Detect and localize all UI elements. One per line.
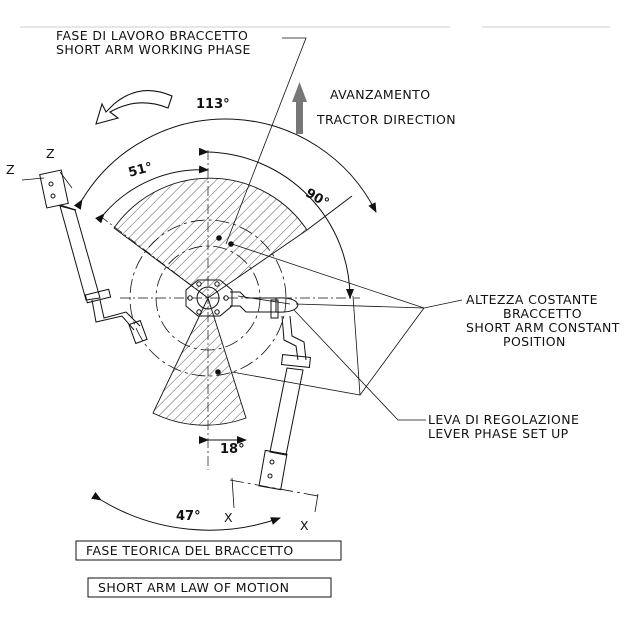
marker-dot [215,369,221,375]
label-constant-en-2: POSITION [503,334,566,349]
leader-constant-2 [295,303,425,309]
theoretical-phase-sector [152,296,247,426]
z-reference-line [59,171,73,189]
label-constant-it-2: BRACCETTO [503,306,582,321]
x-tick [231,477,235,509]
arc-47 [91,491,281,531]
angle-113: 113° [196,97,230,112]
caption-box-it [75,540,342,561]
x-tick [314,493,319,513]
angle-51: 51° [127,160,155,181]
adjustment-lever [230,291,299,319]
arc-51 [95,165,209,224]
axis-x-right: X [300,518,309,533]
caption-theory-it: FASE TEORICA DEL BRACCETTO [86,543,294,558]
label-advance-it: AVANZAMENTO [330,87,430,102]
leader-constant-3 [359,307,425,396]
right-arm-assembly [258,315,311,491]
leader-working-phase [225,37,307,245]
marker-dot [216,235,222,241]
label-constant-en-1: SHORT ARM CONSTANT [466,320,620,335]
axis-x-left: X [224,510,233,525]
angle-18: 18° [220,442,245,457]
label-constant-it-1: ALTEZZA COSTANTE [466,292,598,307]
curved-rotation-arrow-icon [95,90,173,125]
caption-box-en [87,577,332,598]
z-reference-line [21,177,45,181]
axis-z-top: Z [46,146,55,161]
label-lever-en: LEVER PHASE SET UP [428,426,569,441]
x-reference-line [229,479,319,497]
label-lever-it: LEVA DI REGOLAZIONE [428,412,579,427]
arc-90 [198,147,354,299]
axis-z-left: Z [6,162,15,177]
angle-90: 90° [303,186,332,211]
angle-47: 47° [176,509,201,524]
left-arm-assembly [39,169,148,345]
label-work-phase-en: SHORT ARM WORKING PHASE [56,42,251,57]
caption-theory-en: SHORT ARM LAW OF MOTION [98,580,289,595]
label-advance-en: TRACTOR DIRECTION [316,112,456,127]
diagonal-centerline [99,215,209,299]
leader-lever [293,309,426,421]
up-arrow-icon [292,82,307,134]
label-work-phase-it: FASE DI LAVORO BRACCETTO [56,28,248,43]
